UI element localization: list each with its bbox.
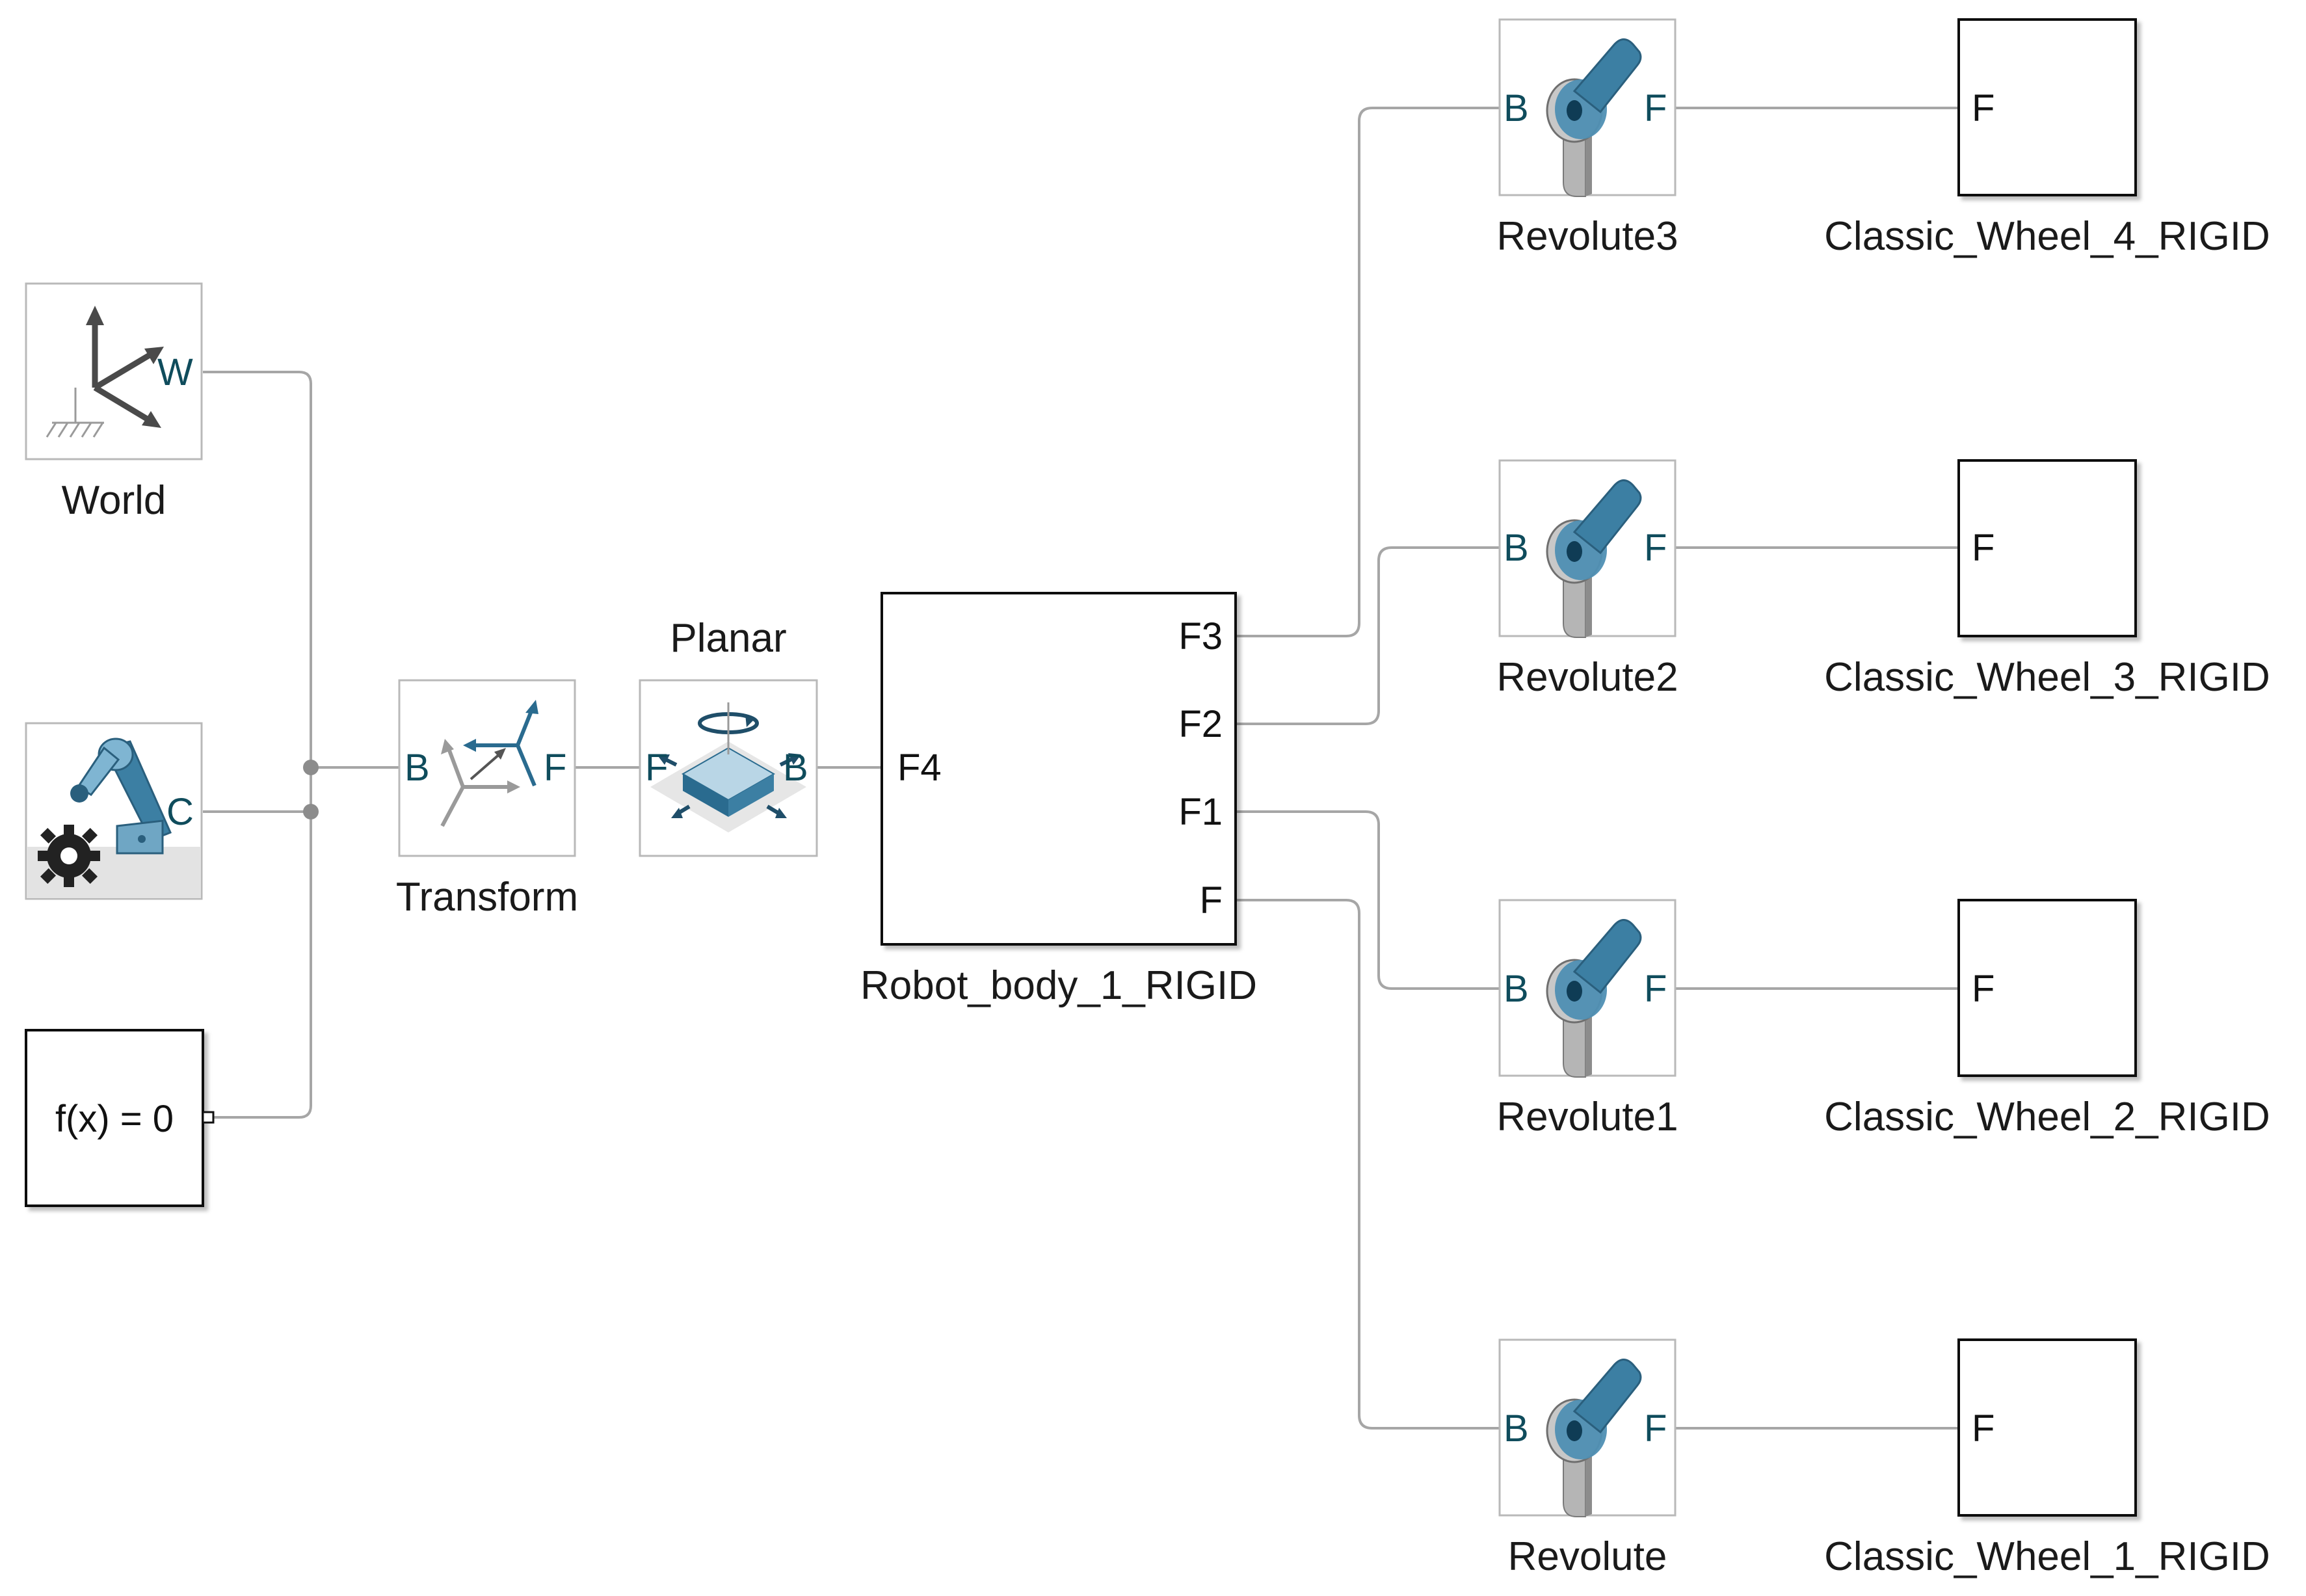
robot-body-port-f2: F2: [1178, 703, 1223, 745]
revolute2-port-b: B: [1504, 527, 1529, 569]
wheel2-port-f: F: [1972, 968, 1995, 1010]
junction-dot: [303, 760, 319, 775]
wheel4-rigid-block[interactable]: F Classic_Wheel_4_RIGID: [1824, 18, 2270, 259]
world-port-w: W: [157, 351, 193, 393]
revolute2-joint-block[interactable]: B F Revolute2: [1496, 459, 1678, 700]
planar-joint-block[interactable]: Planar F B: [639, 616, 818, 857]
transform-port-f: F: [544, 747, 566, 789]
revolute1-label: Revolute1: [1496, 1095, 1678, 1139]
robot-body-block[interactable]: F4 F3 F2 F1 F Robot_body_1_RIGID: [860, 592, 1257, 1008]
mechanism-configuration-block[interactable]: f(x) = 0: [25, 1029, 215, 1207]
revolute-port-f: F: [1644, 1407, 1667, 1450]
solver-port-c: C: [166, 791, 194, 833]
revolute3-port-b: B: [1504, 87, 1529, 129]
planar-port-b: B: [783, 747, 808, 789]
robot-body-port-f4: F4: [897, 747, 942, 789]
revolute3-joint-block[interactable]: B F Revolute3: [1496, 18, 1678, 259]
world-frame-icon: [46, 306, 164, 438]
connection-lines: [203, 107, 1959, 1430]
wheel1-port-f: F: [1972, 1407, 1995, 1450]
revolute1-port-f: F: [1644, 968, 1667, 1010]
wheel3-label: Classic_Wheel_3_RIGID: [1824, 655, 2270, 700]
gear-icon: [38, 825, 100, 887]
transform-port-b: B: [404, 747, 430, 789]
planar-port-f: F: [645, 747, 668, 789]
robot-arm-icon: [70, 738, 172, 855]
revolute2-label: Revolute2: [1496, 655, 1678, 700]
wire-f-to-revolute[interactable]: [1236, 899, 1500, 1430]
wire-world-to-bus[interactable]: [203, 371, 312, 1119]
wheel1-rigid-block[interactable]: F Classic_Wheel_1_RIGID: [1824, 1338, 2270, 1579]
robot-body-label: Robot_body_1_RIGID: [860, 963, 1257, 1008]
wheel1-label: Classic_Wheel_1_RIGID: [1824, 1534, 2270, 1579]
wheel4-port-f: F: [1972, 87, 1995, 129]
revolute-port-b: B: [1504, 1407, 1529, 1450]
rigid-transform-block[interactable]: B F Transform: [396, 679, 578, 920]
wheel3-rigid-block[interactable]: F Classic_Wheel_3_RIGID: [1824, 459, 2270, 700]
transform-axes-icon: [440, 700, 538, 827]
robot-body-port-f3: F3: [1178, 615, 1223, 658]
transform-label: Transform: [396, 875, 578, 920]
world-label: World: [62, 478, 166, 523]
wheel3-port-f: F: [1972, 527, 1995, 569]
planar-joint-icon: [650, 702, 806, 832]
wire-f2-to-revolute2[interactable]: [1236, 546, 1500, 725]
revolute-label: Revolute: [1508, 1534, 1667, 1579]
revolute3-port-f: F: [1644, 87, 1667, 129]
wire-f1-to-revolute1[interactable]: [1236, 810, 1500, 990]
junction-dot: [303, 804, 319, 819]
robot-body-port-f1: F1: [1178, 791, 1223, 833]
revolute3-label: Revolute3: [1496, 214, 1678, 259]
revolute1-port-b: B: [1504, 968, 1529, 1010]
robot-body-port-f: F: [1200, 879, 1223, 922]
planar-label: Planar: [670, 616, 786, 661]
wheel2-rigid-block[interactable]: F Classic_Wheel_2_RIGID: [1824, 899, 2270, 1139]
revolute2-port-f: F: [1644, 527, 1667, 569]
constraint-equation-text: f(x) = 0: [55, 1098, 174, 1140]
wheel2-label: Classic_Wheel_2_RIGID: [1824, 1095, 2270, 1139]
wire-f3-to-revolute3[interactable]: [1236, 107, 1500, 637]
wheel4-label: Classic_Wheel_4_RIGID: [1824, 214, 2270, 259]
revolute-joint-block[interactable]: B F Revolute: [1498, 1338, 1676, 1579]
solver-configuration-block[interactable]: C: [25, 722, 203, 900]
world-frame-block[interactable]: W World: [25, 282, 203, 523]
connection-port-square[interactable]: [202, 1111, 215, 1124]
revolute1-joint-block[interactable]: B F Revolute1: [1496, 899, 1678, 1139]
